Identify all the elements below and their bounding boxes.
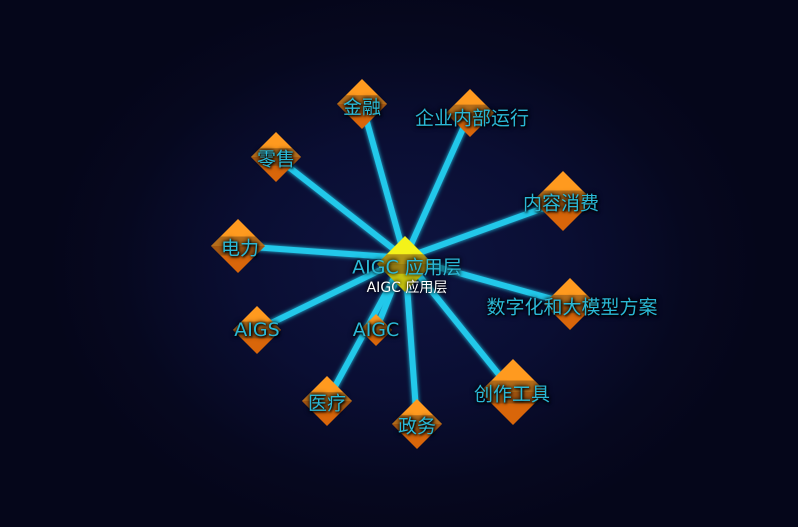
node-digital[interactable] bbox=[544, 278, 596, 330]
node-gov[interactable] bbox=[392, 399, 442, 449]
node-retail[interactable] bbox=[251, 132, 301, 182]
edge-power bbox=[235, 243, 408, 261]
node-creative[interactable] bbox=[480, 359, 546, 425]
edge-enterprise bbox=[402, 110, 473, 261]
edge-content bbox=[402, 198, 566, 261]
node-content[interactable] bbox=[533, 171, 593, 231]
edge-creative bbox=[402, 255, 516, 395]
node-finance[interactable] bbox=[337, 79, 387, 129]
node-aigs[interactable] bbox=[233, 306, 281, 354]
center-node[interactable] bbox=[377, 236, 433, 292]
node-group bbox=[211, 79, 596, 449]
edge-finance bbox=[359, 101, 408, 261]
node-power[interactable] bbox=[211, 219, 265, 273]
node-aigc[interactable] bbox=[360, 314, 392, 346]
edge-digital bbox=[402, 255, 573, 307]
edge-retail bbox=[273, 154, 408, 261]
node-medical[interactable] bbox=[302, 376, 352, 426]
edge-aigs bbox=[254, 255, 408, 333]
node-enterprise[interactable] bbox=[446, 89, 494, 137]
